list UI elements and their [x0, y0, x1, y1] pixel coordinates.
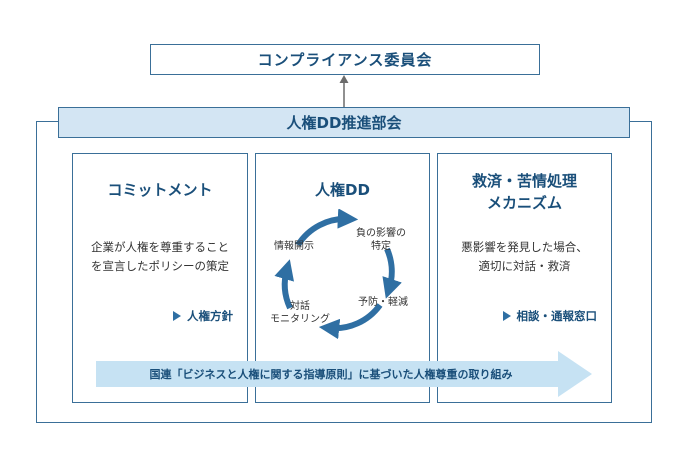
cycle-arrow-bottom — [318, 303, 383, 339]
consultation-desk-label: 相談・通報窓口 — [516, 309, 598, 323]
un-principles-text: 国連「ビジネスと人権に関する指導原則」に基づいた人権尊重の取り組み — [149, 368, 513, 381]
cycle-monitor-label: 対話 モニタリング — [270, 300, 330, 326]
cycle-identify-line-1: 負の影響の — [356, 228, 406, 239]
triangle-right-icon — [502, 311, 511, 321]
dd-cycle-diagram — [274, 209, 402, 339]
remedy-title-line-2: メカニズム — [486, 194, 562, 212]
commitment-description: 企業が人権を尊重すること を宣言したポリシーの策定 — [73, 238, 247, 276]
commitment-desc-line-2: を宣言したポリシーの策定 — [91, 259, 229, 273]
cycle-monitor-line-1: 対話 — [290, 301, 310, 312]
promotion-committee-label: 人権DD推進部会 — [286, 114, 402, 132]
human-rights-policy-link[interactable]: 人権方針 — [173, 308, 233, 324]
un-principles-banner: 国連「ビジネスと人権に関する指導原則」に基づいた人権尊重の取り組み — [96, 351, 592, 397]
cycle-identify-label: 負の影響の 特定 — [356, 227, 406, 253]
banner-arrow-shape — [96, 351, 592, 397]
triangle-right-icon — [173, 311, 181, 321]
remedy-title: 救済・苦情処理 メカニズム — [438, 170, 611, 214]
cycle-disclose-label: 情報開示 — [274, 241, 314, 252]
cycle-monitor-line-2: モニタリング — [270, 314, 330, 325]
connector-arrow — [339, 75, 349, 107]
cycle-identify-line-2: 特定 — [371, 241, 391, 252]
cycle-prevent-label: 予防・軽減 — [358, 297, 408, 308]
commitment-title: コミットメント — [107, 181, 213, 199]
compliance-committee-label: コンプライアンス委員会 — [257, 51, 433, 69]
human-rights-policy-label: 人権方針 — [187, 309, 233, 323]
remedy-title-line-1: 救済・苦情処理 — [471, 172, 577, 190]
human-rights-dd-title: 人権DD — [315, 181, 370, 199]
promotion-committee-box: 人権DD推進部会 — [58, 107, 630, 138]
remedy-desc-line-2: 適切に対話・救済 — [478, 259, 571, 273]
remedy-description: 悪影響を発見した場合、 適切に対話・救済 — [438, 238, 611, 276]
cycle-arrow-right — [382, 247, 402, 299]
remedy-desc-line-1: 悪影響を発見した場合、 — [461, 240, 588, 254]
cycle-arrow-left — [274, 259, 294, 310]
cycle-arrow-top — [295, 209, 359, 247]
compliance-committee-box: コンプライアンス委員会 — [150, 44, 540, 75]
consultation-desk-link[interactable]: 相談・通報窓口 — [502, 308, 598, 324]
commitment-desc-line-1: 企業が人権を尊重すること — [91, 240, 229, 254]
